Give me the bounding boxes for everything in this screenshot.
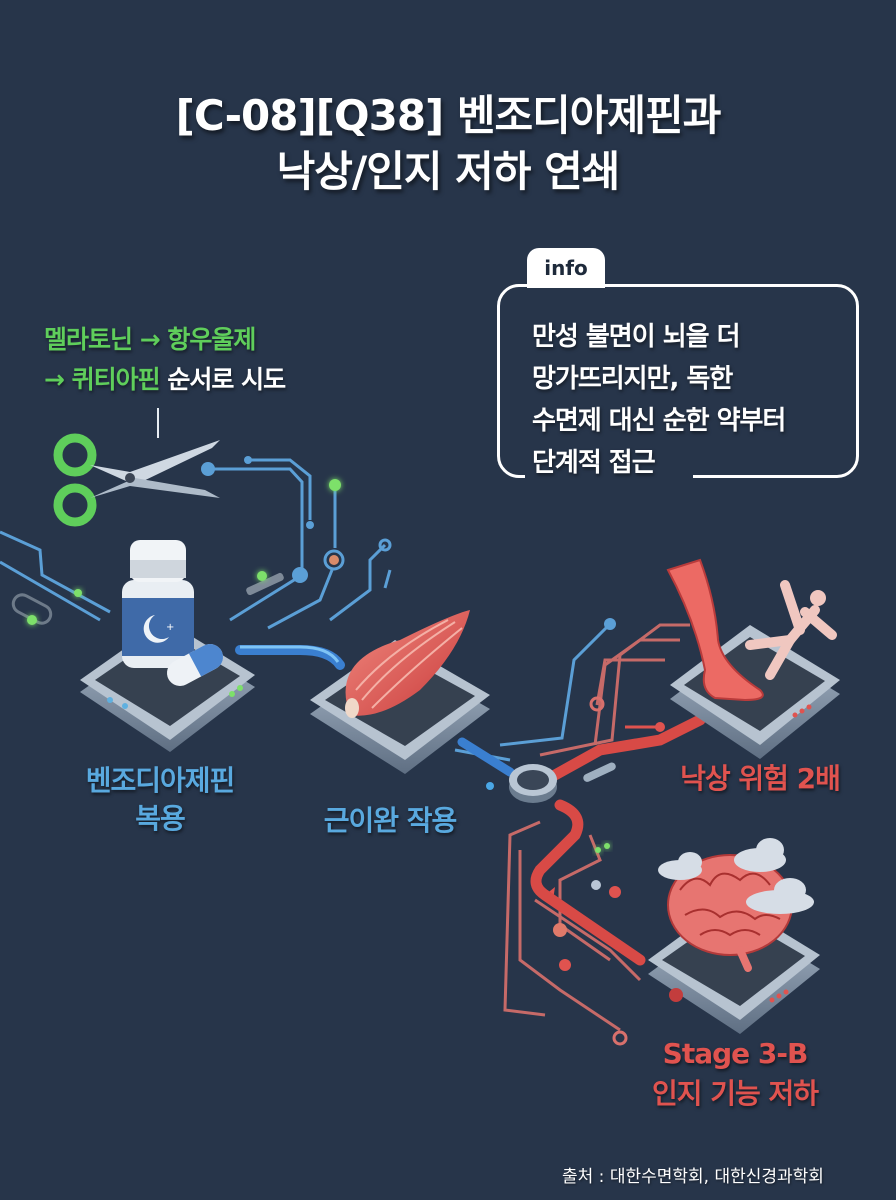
red-tube: [549, 714, 706, 781]
red-tube: [530, 799, 646, 966]
alternative-sequence-tip: 멜라토닌 → 항우울제 → 퀴티아핀 순서로 시도: [44, 320, 286, 400]
tip-line-2-green: → 퀴티아핀: [44, 365, 161, 394]
falling-person-icon: [745, 580, 837, 680]
red-circuit-lines: [503, 623, 690, 1032]
leg-icon: [666, 558, 764, 702]
node-label-line: Stage 3-B: [662, 1037, 809, 1070]
tip-line-2-white: 순서로 시도: [159, 365, 286, 394]
node-label-fall: 낙상 위험 2배: [660, 760, 860, 798]
info-box-gap: [525, 472, 693, 484]
muscle-icon: [345, 610, 470, 718]
pill-bottle-icon: +: [122, 540, 194, 668]
node-label-benzo: 벤조디아제핀 복용: [55, 762, 265, 838]
cloud-icon: [658, 838, 814, 914]
node-label-line: 인지 기능 저하: [651, 1077, 819, 1110]
node-label-cognition: Stage 3-B 인지 기능 저하: [620, 1034, 850, 1114]
brain-icon: [667, 854, 793, 972]
info-line: 단계적 접근: [532, 448, 656, 478]
info-tab: info: [527, 248, 605, 288]
tip-pointer-line: [157, 408, 159, 438]
node-label-line: 복용: [135, 802, 186, 835]
title-line-2: 낙상/인지 저하 연쇄: [276, 147, 621, 196]
blue-circuit-lines: [0, 458, 612, 762]
node-label-line: 벤조디아제핀: [85, 764, 236, 797]
node-label-muscle: 근이완 작용: [300, 802, 480, 840]
blue-tube: [457, 737, 515, 777]
info-line: 만성 불면이 뇌을 더: [532, 322, 741, 352]
info-text: 만성 불면이 뇌을 더 망가뜨리지만, 독한 수면제 대신 순한 약부터 단계적…: [532, 316, 786, 484]
capsule-icon: [166, 644, 224, 686]
tip-line-1: 멜라토닌 → 항우울제: [44, 325, 256, 354]
node-label-line: 낙상 위험 2배: [680, 762, 841, 795]
node-label-line: 근이완 작용: [323, 804, 458, 837]
info-line: 수면제 대신 순한 약부터: [532, 406, 786, 436]
svg-text:+: +: [166, 622, 174, 633]
title-line-1: [C-08][Q38] 벤조디아제핀과: [175, 91, 722, 140]
status-led-icon: [329, 479, 341, 491]
info-line: 망가뜨리지만, 독한: [532, 364, 733, 394]
source-citation: 출처 : 대한수면학회, 대한신경과학회: [562, 1167, 824, 1187]
scissors-icon: [53, 433, 220, 527]
page-title: [C-08][Q38] 벤조디아제핀과 낙상/인지 저하 연쇄: [0, 88, 896, 200]
